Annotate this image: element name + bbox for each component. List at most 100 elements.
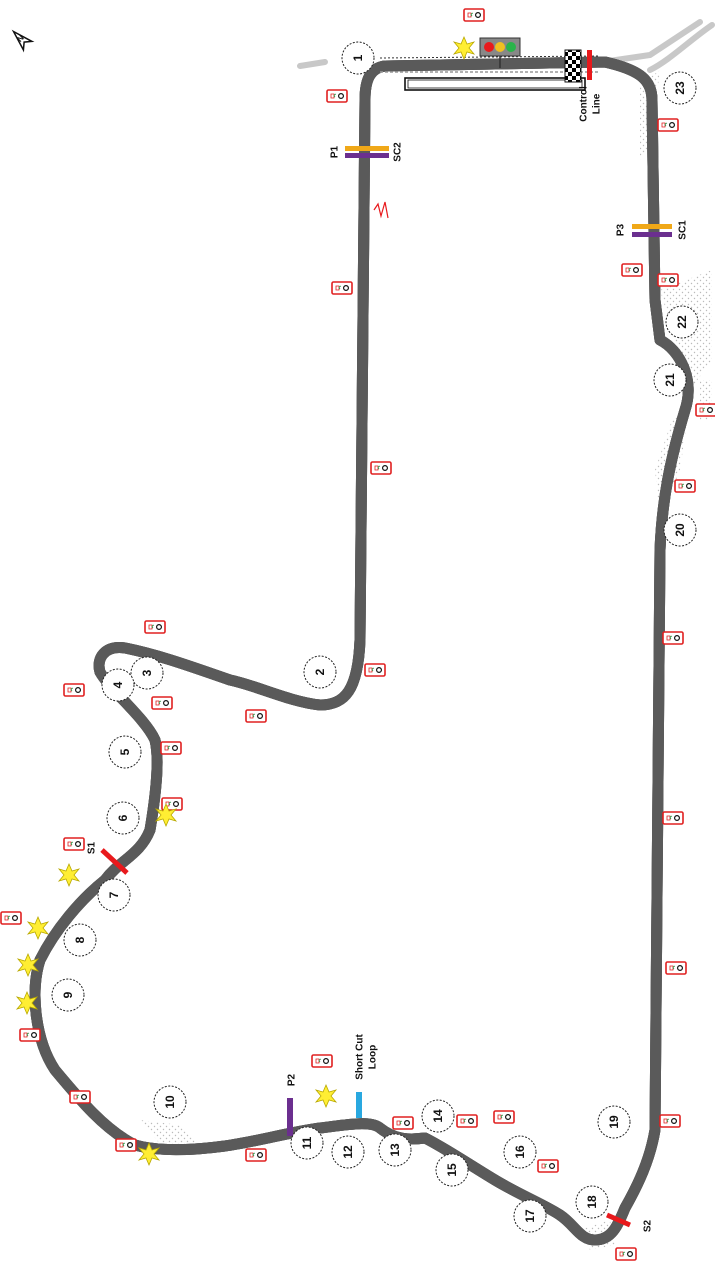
turn-number: 11: [300, 1136, 314, 1149]
turn-number: 22: [675, 315, 689, 329]
turn-number: 18: [585, 1195, 599, 1209]
turn-number: 5: [118, 748, 132, 755]
runoff-areas: [140, 70, 712, 1250]
s2-label: S2: [643, 1219, 654, 1232]
marshal-post-icon: [463, 8, 485, 22]
turn-number: 2: [313, 668, 327, 675]
marshal-post-icon: [245, 709, 267, 723]
marshal-post-icon: [364, 663, 386, 677]
marshal-post-icon: [160, 741, 182, 755]
turn-number: 17: [523, 1209, 537, 1223]
turn-marker-11: 11: [290, 1126, 324, 1160]
marshal-post-icon: [662, 811, 684, 825]
access-roads: [297, 19, 715, 73]
turn-marker-15: 15: [435, 1153, 469, 1187]
turn-marker-1: 1: [341, 41, 375, 75]
turn-marker-16: 16: [503, 1135, 537, 1169]
marshal-post-icon: [695, 403, 715, 417]
turn-number: 4: [111, 681, 125, 688]
shortcut-label-2: Loop: [368, 1045, 379, 1069]
marshal-post-icon: [331, 281, 353, 295]
turn-number: 21: [663, 373, 677, 387]
turn-marker-4: 4: [101, 668, 135, 702]
turn-marker-20: 20: [663, 513, 697, 547]
turn-number: 13: [388, 1143, 402, 1157]
p2-label: P2: [287, 1073, 298, 1086]
marshal-post-icon: [657, 273, 679, 287]
p1-label: P1: [330, 145, 341, 158]
turn-marker-13: 13: [378, 1133, 412, 1167]
svg-text:N: N: [15, 33, 26, 44]
turn-marker-12: 12: [331, 1135, 365, 1169]
turn-number: 10: [163, 1095, 177, 1109]
turn-marker-14: 14: [421, 1099, 455, 1133]
start-lights-icon: [479, 37, 521, 68]
marshal-post-icon: [311, 1054, 333, 1068]
marshal-post-icon: [115, 1138, 137, 1152]
turn-marker-17: 17: [513, 1199, 547, 1233]
turn-marker-19: 19: [597, 1105, 631, 1139]
turn-marker-9: 9: [51, 978, 85, 1012]
marshal-post-icon: [456, 1114, 478, 1128]
marshal-post-icon: [326, 89, 348, 103]
turn-marker-21: 21: [653, 363, 687, 397]
turn-marker-5: 5: [108, 735, 142, 769]
marshal-post-icon: [657, 118, 679, 132]
sc2-label: SC2: [393, 142, 404, 162]
incident-star-icon: [453, 36, 475, 60]
turn-marker-2: 2: [303, 655, 337, 689]
incident-star-icon: [58, 863, 80, 887]
turn-marker-10: 10: [153, 1085, 187, 1119]
s1-label: S1: [87, 841, 98, 854]
marshal-post-icon: [63, 837, 85, 851]
marshal-post-icon: [245, 1148, 267, 1162]
marshal-post-icon: [659, 1114, 681, 1128]
turn-marker-3: 3: [130, 656, 164, 690]
turn-number: 19: [607, 1115, 621, 1129]
turn-number: 6: [116, 814, 130, 821]
turn-number: 1: [351, 54, 365, 61]
control-line-label: Control: [579, 86, 590, 122]
turn-number: 12: [341, 1145, 355, 1159]
marshal-post-icon: [63, 683, 85, 697]
turn-marker-18: 18: [575, 1185, 609, 1219]
marshal-post-icon: [0, 911, 22, 925]
marshal-post-icon: [493, 1110, 515, 1124]
turn-number: 23: [673, 81, 687, 95]
compass-north-icon: N: [11, 29, 35, 53]
sc1-label: SC1: [678, 220, 689, 240]
incident-star-icon: [27, 916, 49, 940]
turn-number: 20: [673, 523, 687, 537]
turn-marker-22: 22: [665, 305, 699, 339]
marshal-post-icon: [537, 1159, 559, 1173]
turn-number: 14: [431, 1109, 445, 1123]
marshal-post-icon: [665, 961, 687, 975]
incident-star-icon: [315, 1084, 337, 1108]
control-line-label-2: Line: [592, 93, 603, 114]
marshal-post-icon: [19, 1028, 41, 1042]
marshal-post-icon: [69, 1090, 91, 1104]
turn-marker-23: 23: [663, 71, 697, 105]
marshal-post-icon: [621, 263, 643, 277]
shortcut-label: Short Cut: [355, 1034, 366, 1080]
marshal-post-icon: [392, 1116, 414, 1130]
turn-number: 3: [140, 669, 154, 676]
turn-marker-8: 8: [63, 923, 97, 957]
turn-number: 8: [73, 936, 87, 943]
turn-number: 7: [107, 891, 121, 898]
pit-building: [379, 55, 601, 91]
marshal-post-icon: [674, 479, 696, 493]
incident-stars: [16, 36, 475, 1166]
marshal-post-icon: [151, 696, 173, 710]
turn-number: 15: [445, 1163, 459, 1177]
pit-markers: [100, 146, 672, 1228]
marshal-post-icon: [370, 461, 392, 475]
marshal-post-icon: [615, 1247, 637, 1261]
turn-number: 16: [513, 1145, 527, 1159]
turn-marker-7: 7: [97, 878, 131, 912]
turn-marker-6: 6: [106, 801, 140, 835]
marshal-post-icon: [144, 620, 166, 634]
checkered-flag-icon: [564, 49, 592, 83]
